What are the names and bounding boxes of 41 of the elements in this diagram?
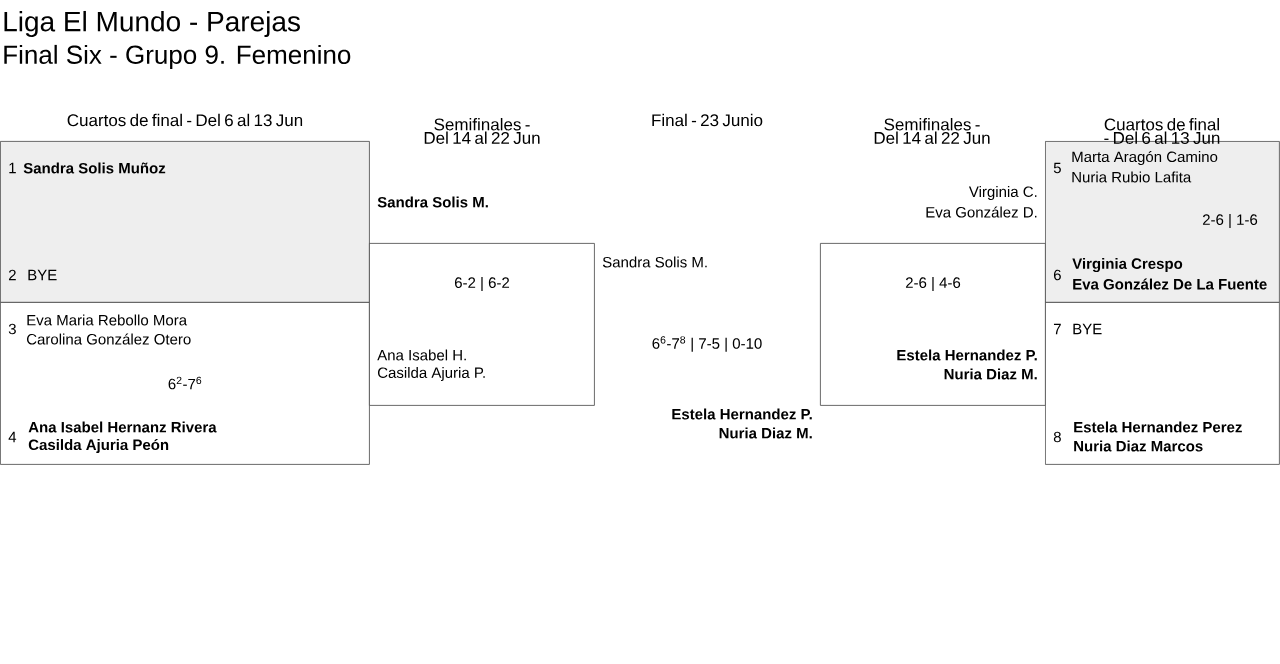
column-heading: Semifinales - Del 14 al 22 Jun <box>424 118 540 144</box>
player-name: Estela Hernandez Perez <box>1074 421 1242 433</box>
player-name: Sandra Solis Muñoz <box>23 162 166 174</box>
player-name: Eva González D. <box>926 206 1037 218</box>
column-heading: Cuartos de final - Del 6 al 13 Jun <box>1104 118 1220 144</box>
seed-number: 1 <box>9 162 16 174</box>
player-name: Marta Aragón Camino <box>1072 150 1218 166</box>
match-score: 6$^{2}$-7$^{6}$ <box>168 376 202 390</box>
player-name: Sandra Solis M. <box>377 196 488 208</box>
player-name: Estela Hernandez P. <box>897 349 1037 361</box>
subtitle: Final Six - Grupo 9. Femenino <box>4 44 351 70</box>
player-name: Eva González De La Fuente <box>1073 278 1267 290</box>
player-name: BYE <box>28 269 57 281</box>
seed-number: 5 <box>1053 162 1061 174</box>
player-name: Nuria Rubio Lafita <box>1072 171 1192 183</box>
column-heading: Final - 23 Junio <box>652 113 763 127</box>
player-name: Estela Hernandez P. <box>672 408 812 420</box>
column-heading: Semifinales - Del 14 al 22 Jun <box>874 118 990 144</box>
match-score: 2-6 | 4-6 <box>905 276 961 292</box>
player-name: Casilda Ajuria P. <box>378 367 485 381</box>
player-name: Casilda Ajuria Peón <box>28 438 169 454</box>
seed-number: 8 <box>1053 431 1061 443</box>
match-score: 2-6 | 1-6 <box>1202 214 1258 229</box>
player-name: Eva Maria Rebollo Mora <box>27 314 188 326</box>
seed-number: 6 <box>1053 269 1061 281</box>
seed-number: 7 <box>1053 323 1061 335</box>
seed-number: 3 <box>8 323 16 335</box>
seed-number: 2 <box>8 269 16 281</box>
match-score: 6-2 | 6-2 <box>455 276 510 292</box>
seed-number: 4 <box>8 431 17 443</box>
match-score: 6$^{6}$-7$^{8}$ | 7-5 | 0-10 <box>652 336 762 352</box>
player-name: Nuria Diaz Marcos <box>1074 440 1203 452</box>
player-name: Virginia Crespo <box>1072 257 1183 273</box>
player-name: Ana Isabel H. <box>377 349 466 361</box>
player-name: Virginia C. <box>968 186 1037 200</box>
player-name: Nuria Diaz M. <box>944 368 1037 380</box>
player-name: Carolina González Otero <box>27 333 191 345</box>
player-name: BYE <box>1073 323 1102 335</box>
title: Liga El Mundo - Parejas <box>4 10 300 38</box>
player-name: Nuria Diaz M. <box>719 427 812 439</box>
player-name: Ana Isabel Hernanz Rivera <box>28 421 217 433</box>
